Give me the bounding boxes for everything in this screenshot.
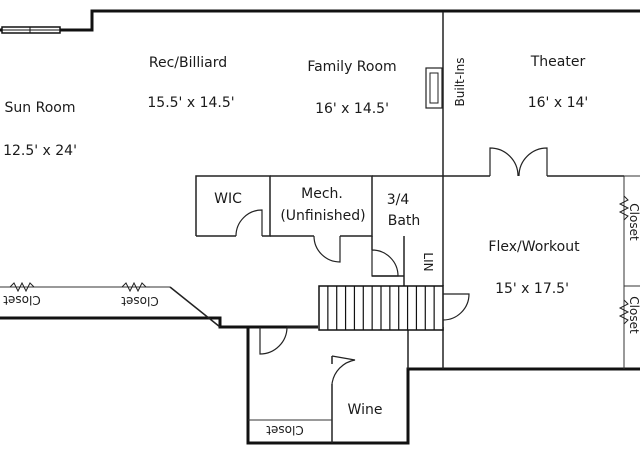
rec-billiard-label: Rec/Billiard (149, 55, 227, 71)
staircase (318, 285, 444, 331)
wic-door (235, 209, 263, 237)
window-top-left (1, 26, 61, 34)
doors (235, 67, 548, 385)
bath-label-2: Bath (388, 213, 421, 229)
hall-door (259, 326, 288, 355)
wic-label: WIC (214, 191, 242, 207)
built-ins-label: Built-Ins (453, 58, 467, 107)
theater-door-left (489, 147, 519, 177)
closet-label-right-top: Closet (627, 203, 640, 241)
mech-label: Mech. (301, 186, 343, 202)
interior-walls (0, 12, 640, 443)
bath-door (371, 249, 399, 277)
mech-door (313, 235, 341, 263)
bath-label-1: 3/4 (387, 192, 410, 208)
mech-note: (Unfinished) (280, 208, 365, 224)
closet-label-bottom: Closet (266, 423, 304, 437)
closet-label-left-2: Closet (121, 294, 159, 308)
sun-room-label: Sun Room (5, 100, 76, 116)
flex-door (442, 293, 470, 321)
rec-billiard-dims: 15.5' x 14.5' (147, 95, 234, 111)
theater-label: Theater (530, 54, 586, 70)
wine-door (331, 355, 356, 385)
theater-dims: 16' x 14' (528, 95, 589, 111)
wine-label: Wine (348, 402, 383, 418)
theater-door-right (518, 147, 548, 177)
linen-label: LIN (421, 252, 435, 271)
sun-room-dims: 12.5' x 24' (3, 143, 77, 159)
flex-workout-label: Flex/Workout (488, 239, 580, 255)
built-ins-cabinet (425, 67, 443, 109)
family-room-dims: 16' x 14.5' (315, 101, 389, 117)
closet-label-right-bottom: Closet (627, 296, 640, 334)
closet-rods (9, 195, 630, 325)
family-room-label: Family Room (307, 59, 396, 75)
exterior-walls (0, 9, 640, 445)
flex-workout-dims: 15' x 17.5' (495, 281, 569, 297)
closet-label-left-1: Closet (3, 293, 41, 307)
